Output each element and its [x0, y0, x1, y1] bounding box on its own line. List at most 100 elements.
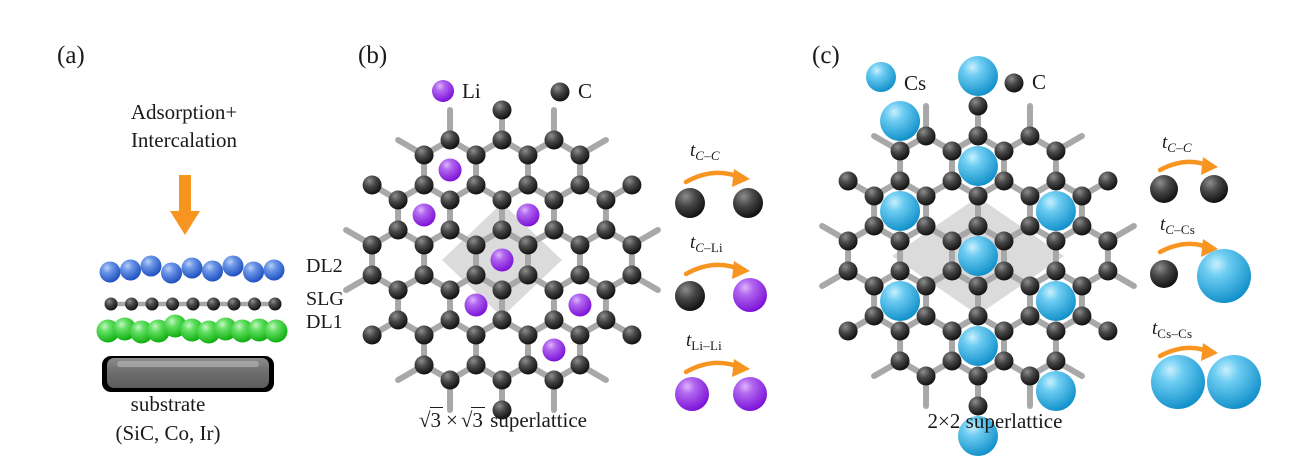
carbon-atom: [890, 321, 910, 341]
slg-carbon-atom: [268, 297, 282, 311]
carbon-atom: [414, 355, 434, 375]
slg-carbon-atom: [248, 297, 261, 311]
honeycomb-lattice-cs: [819, 56, 1137, 456]
carbon-atom: [570, 175, 590, 195]
slg-carbon-atom: [207, 297, 220, 311]
carbon-atom: [492, 310, 512, 330]
carbon-atom: [518, 175, 538, 195]
carbon-atom: [968, 126, 988, 146]
carbon-atom: [968, 366, 988, 386]
slg-carbon-atom: [104, 297, 118, 311]
dl1-sphere: [130, 320, 154, 344]
cesium-atom: [1035, 281, 1076, 321]
dl1-sphere: [96, 319, 120, 343]
slg-carbon-atom: [227, 297, 241, 311]
carbon-atom: [492, 130, 512, 150]
slg-carbon-atom: [145, 297, 159, 311]
dl1-sphere: [264, 319, 288, 343]
cesium-atom: [958, 326, 998, 366]
carbon-atom: [994, 141, 1014, 161]
carbon-atom: [968, 306, 988, 326]
carbon-atom: [388, 190, 408, 210]
carbon-atom: [596, 220, 616, 240]
carbon-atom: [440, 280, 460, 300]
carbon-atom: [1098, 231, 1118, 251]
carbon-atom: [492, 400, 512, 420]
lithium-atom: [568, 293, 592, 317]
carbon-atom: [864, 216, 884, 236]
panel-b-letter: (b): [358, 42, 388, 69]
carbon-atom: [916, 306, 936, 326]
carbon-atom: [1020, 366, 1040, 386]
hopping-c-0-label: tC–C: [1162, 132, 1192, 155]
dl2-sphere: [181, 257, 203, 279]
carbon-atom: [968, 96, 988, 116]
panel-c-letter: (c): [812, 42, 840, 69]
substrate-bar: [102, 356, 274, 392]
carbon-atom: [544, 370, 564, 390]
carbon-atom: [994, 351, 1014, 371]
cesium-atom: [880, 101, 921, 141]
slg-carbon-atom: [186, 297, 200, 311]
carbon-atom: [942, 351, 962, 371]
carbon-atom: [440, 130, 460, 150]
cesium-atom: [880, 191, 921, 231]
carbon-atom: [492, 280, 512, 300]
carbon-atom: [838, 321, 858, 341]
carbon-atom: [994, 171, 1014, 191]
carbon-atom: [518, 355, 538, 375]
dl2-sphere: [243, 261, 264, 283]
cesium-atom: [958, 56, 998, 96]
dl2-sphere-row: [99, 255, 285, 284]
carbon-atom: [440, 370, 460, 390]
carbon-atom: [994, 231, 1014, 251]
carbon-atom: [440, 220, 460, 240]
carbon-atom: [1020, 186, 1040, 206]
carbon-atom: [414, 145, 434, 165]
carbon-atom: [1046, 261, 1066, 281]
panel-c-legend-c-label: C: [1032, 70, 1047, 94]
carbon-atom: [362, 325, 382, 345]
carbon-atom: [968, 186, 988, 206]
carbon-atom: [916, 126, 936, 146]
carbon-atom: [890, 261, 910, 281]
hopping-b-0-svg: [675, 169, 763, 218]
dl1-sphere: [230, 319, 254, 343]
carbon-atom: [1098, 321, 1118, 341]
carbon-atom: [838, 261, 858, 281]
hopping-c-1-svg: [1150, 239, 1251, 303]
carbon-atom: [440, 190, 460, 210]
panel-b-legend-li-label: Li: [462, 79, 481, 103]
carbon-atom: [440, 310, 460, 330]
carbon-atom: [466, 145, 486, 165]
process-line-2: Intercalation: [130, 128, 238, 153]
carbon-atom: [1046, 231, 1066, 251]
lithium-atom: [464, 293, 488, 317]
panel-a-layer-stack: [70, 248, 300, 398]
carbon-atom: [570, 235, 590, 255]
cesium-atom: [958, 146, 998, 186]
carbon-atom: [1072, 306, 1092, 326]
carbon-atom: [994, 261, 1014, 281]
carbon-atom: [916, 366, 936, 386]
dl2-sphere: [202, 260, 223, 282]
hopping-b-1-svg: [675, 261, 767, 312]
honeycomb-lattice-li: [343, 100, 661, 420]
carbon-atom: [864, 186, 884, 206]
cesium-atom: [1035, 191, 1076, 231]
panel-b-lattice: [343, 100, 661, 420]
panel-c-legend-c-icon: [1003, 72, 1025, 94]
carbon-atom: [362, 265, 382, 285]
hopping-b-0-label: tC–C: [690, 140, 720, 163]
carbon-atom: [1098, 171, 1118, 191]
panel-b-legend-c-label: C: [578, 79, 593, 103]
carbon-atom: [1046, 351, 1066, 371]
panel-b-legend-li-icon: [430, 78, 456, 104]
carbon-atom: [570, 265, 590, 285]
carbon-atom: [864, 306, 884, 326]
carbon-atom: [838, 171, 858, 191]
carbon-atom: [388, 220, 408, 240]
layer-stack-svg: [96, 255, 288, 392]
carbon-atom: [596, 190, 616, 210]
